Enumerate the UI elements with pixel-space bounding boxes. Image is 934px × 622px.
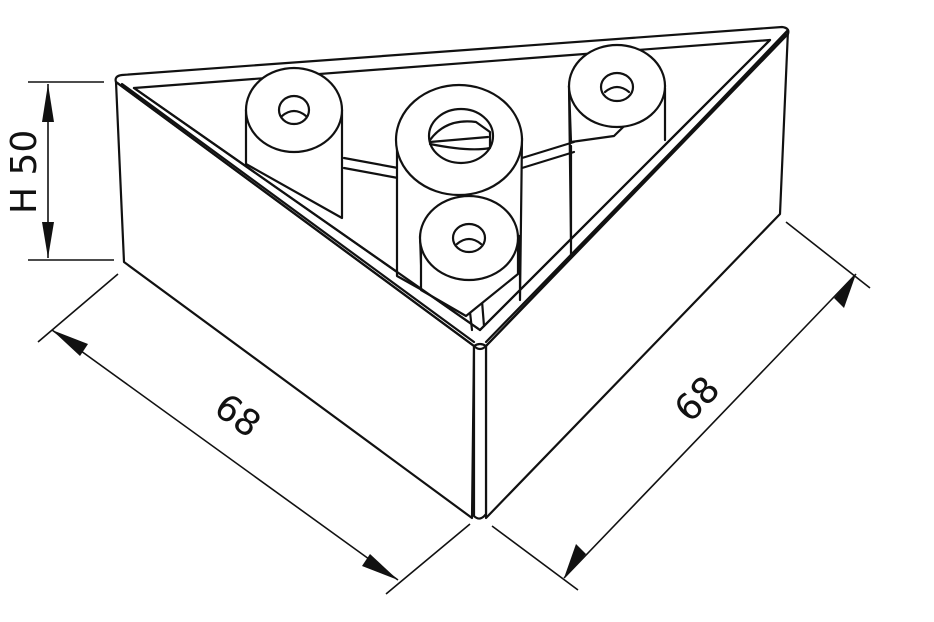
boss-front bbox=[418, 194, 520, 318]
outer-rim-right bbox=[484, 32, 788, 344]
left-dimension-label: 68 bbox=[207, 386, 268, 446]
outer-rim-left bbox=[120, 82, 476, 344]
top-rim-outer bbox=[114, 25, 790, 351]
right-dimension-label: 68 bbox=[667, 369, 728, 430]
front-corner-edge bbox=[472, 342, 488, 520]
rib-right bbox=[520, 140, 576, 160]
boss-top-left bbox=[244, 66, 344, 220]
height-dimension-label: H 50 bbox=[4, 130, 45, 214]
inner-rim-left bbox=[132, 86, 482, 332]
rib-left bbox=[342, 156, 400, 170]
rib-right-2 bbox=[520, 150, 576, 170]
dimension-height: H 50 bbox=[4, 81, 114, 261]
inner-rim-right bbox=[478, 38, 772, 332]
boss-top-right bbox=[567, 43, 667, 242]
rib-left-2 bbox=[342, 166, 400, 180]
